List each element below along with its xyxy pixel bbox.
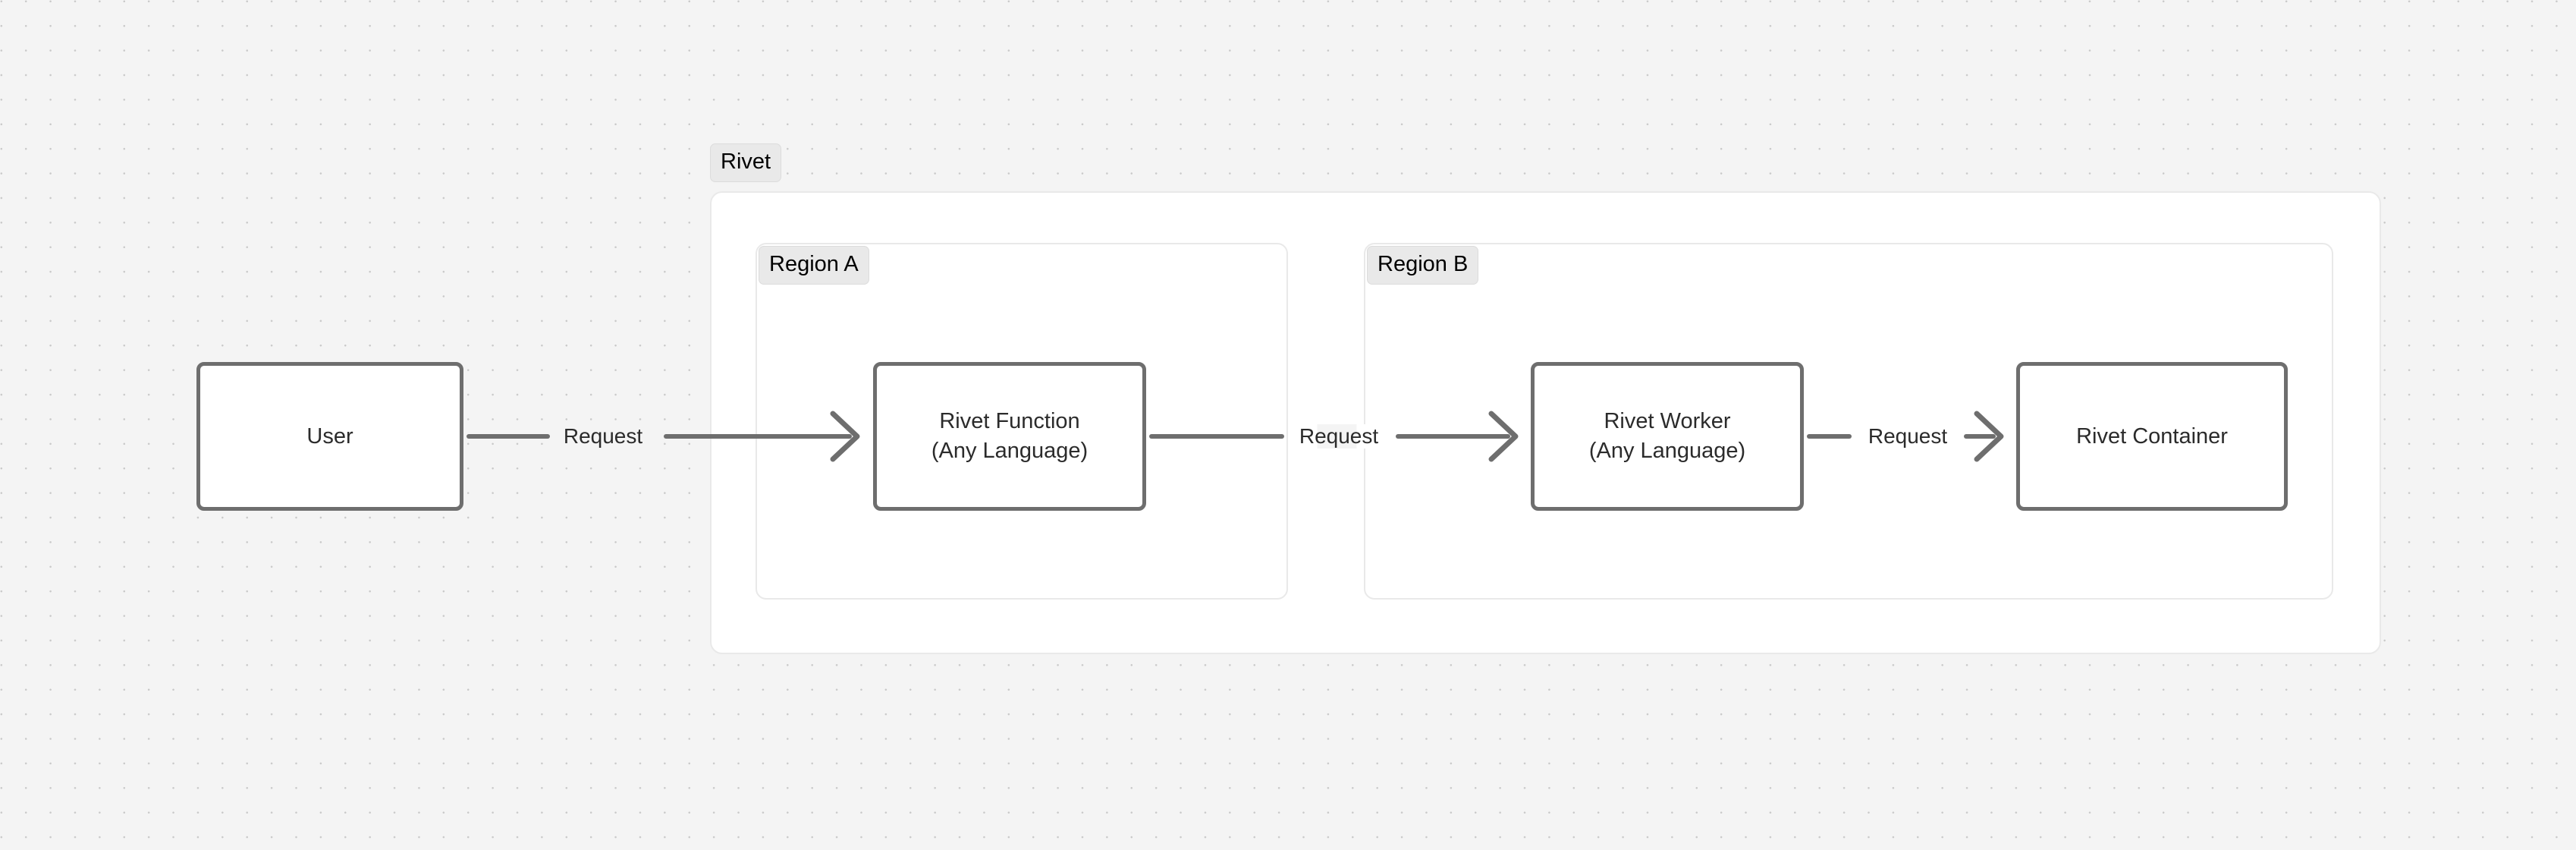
node-rivet-function-sublabel: (Any Language)	[931, 439, 1089, 463]
group-label-region-b[interactable]: Region B	[1367, 246, 1479, 285]
node-rivet-worker[interactable]: Rivet Worker (Any Language)	[1531, 362, 1804, 511]
node-rivet-container[interactable]: Rivet Container	[2016, 362, 2288, 511]
node-rivet-worker-sublabel: (Any Language)	[1588, 439, 1746, 463]
edge-label-request-2: Request	[1293, 424, 1384, 449]
edge-label-request-3: Request	[1862, 424, 1953, 449]
node-rivet-function-label: Rivet Function	[939, 409, 1080, 434]
node-user[interactable]: User	[196, 362, 463, 511]
group-label-rivet[interactable]: Rivet	[710, 143, 782, 182]
node-user-label: User	[306, 423, 353, 449]
node-rivet-container-label: Rivet Container	[2076, 423, 2228, 449]
node-rivet-worker-label: Rivet Worker	[1604, 409, 1731, 434]
group-label-region-a[interactable]: Region A	[759, 246, 869, 285]
edge-label-request-1: Request	[558, 424, 649, 449]
node-rivet-function[interactable]: Rivet Function (Any Language)	[873, 362, 1146, 511]
